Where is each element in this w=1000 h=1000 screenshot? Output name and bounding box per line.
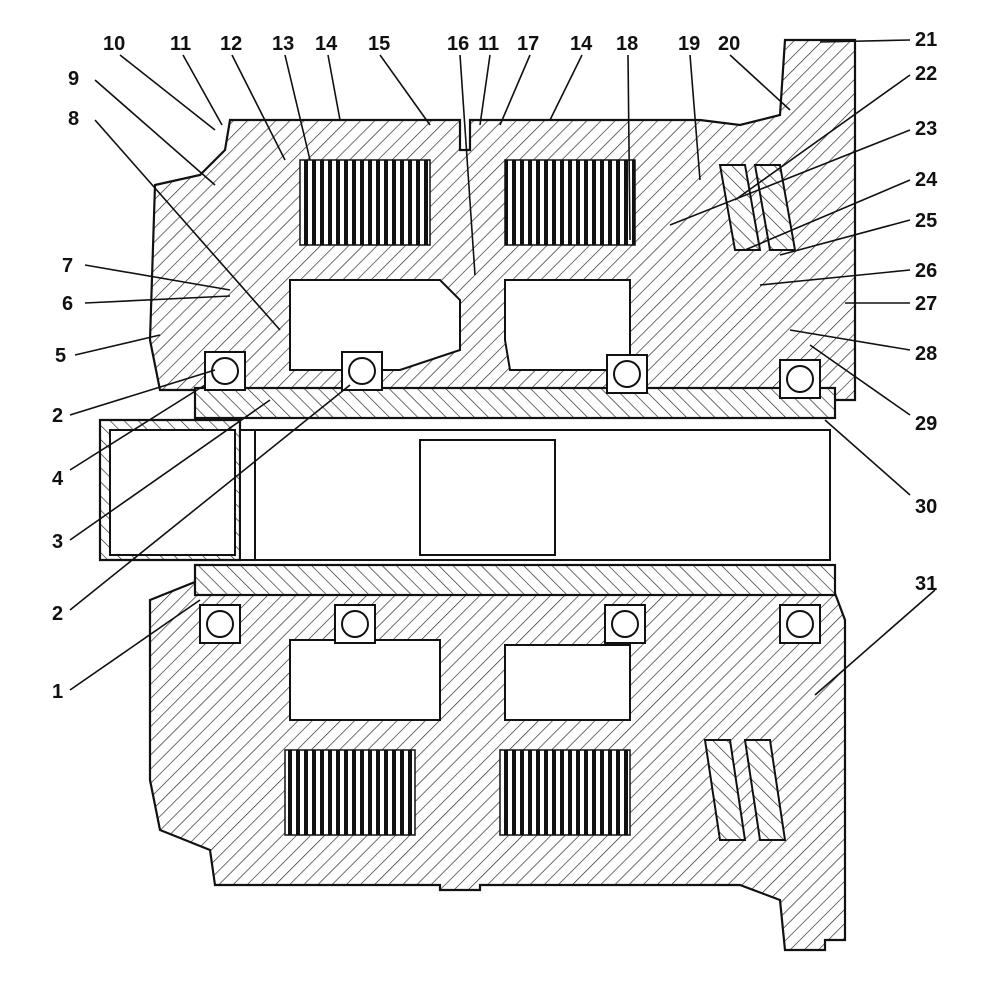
callout-18: 18 — [616, 33, 638, 55]
callout-20: 20 — [718, 33, 740, 55]
callout-14b: 14 — [570, 33, 593, 55]
callout-23: 23 — [915, 118, 937, 140]
callout-30: 30 — [915, 496, 937, 518]
bearings — [199, 351, 821, 644]
callout-12: 12 — [220, 33, 242, 55]
callout-11a: 11 — [170, 33, 191, 55]
callout-6: 6 — [62, 293, 73, 315]
callout-13: 13 — [272, 33, 294, 55]
callout-1: 1 — [52, 681, 63, 703]
callout-15: 15 — [368, 33, 390, 55]
callout-19: 19 — [678, 33, 700, 55]
callout-labels: 1 2 2 3 4 5 6 7 8 9 10 11 11 12 13 14 14… — [52, 29, 938, 703]
callout-11b: 11 — [478, 33, 499, 55]
callout-2a: 2 — [52, 405, 63, 427]
callout-29: 29 — [915, 413, 937, 435]
callout-4: 4 — [52, 468, 64, 490]
callout-28: 28 — [915, 343, 937, 365]
callout-2b: 2 — [52, 603, 63, 625]
callout-26: 26 — [915, 260, 937, 282]
friction-disc-packs — [284, 159, 636, 836]
callout-8: 8 — [68, 108, 79, 130]
piston-chambers — [289, 279, 631, 721]
callout-5: 5 — [55, 345, 66, 367]
shaft-bore — [109, 429, 831, 561]
callout-16: 16 — [447, 33, 469, 55]
callout-3: 3 — [52, 531, 63, 553]
callout-10: 10 — [103, 33, 125, 55]
callout-7: 7 — [62, 255, 73, 277]
callout-21: 21 — [915, 29, 937, 51]
disc-springs — [703, 164, 797, 841]
callout-9: 9 — [68, 68, 79, 90]
callout-22: 22 — [915, 63, 937, 85]
callout-17: 17 — [517, 33, 539, 55]
callout-24: 24 — [915, 169, 938, 191]
callout-25: 25 — [915, 210, 937, 232]
callout-27: 27 — [915, 293, 937, 315]
callout-14a: 14 — [315, 33, 338, 55]
callout-31: 31 — [915, 573, 937, 595]
leader-lines — [69, 39, 936, 696]
